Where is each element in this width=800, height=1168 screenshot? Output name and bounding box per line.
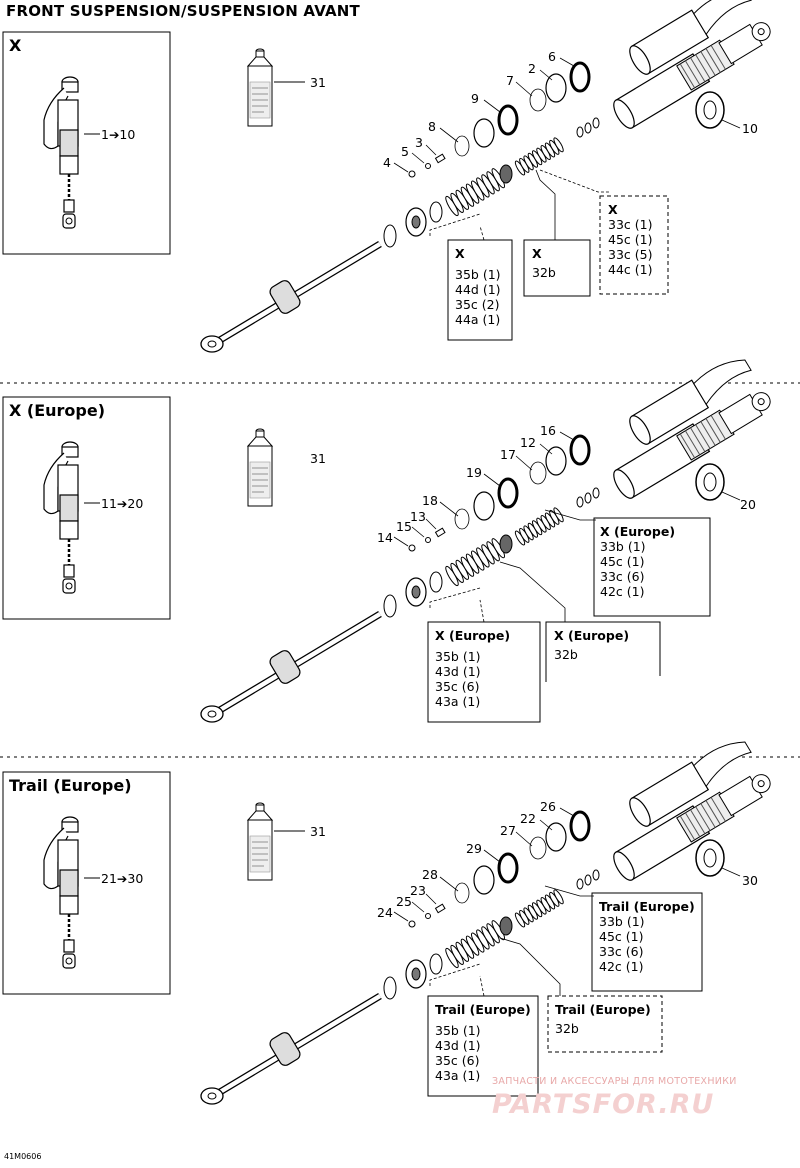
parts-box-item: 44d (1) [455, 282, 501, 297]
parts-box-title: X (Europe) [600, 524, 676, 539]
callout-number: 18 [422, 493, 438, 508]
callout-number: 31 [310, 824, 326, 839]
callout-number: 19 [466, 465, 482, 480]
callout-number: 14 [377, 530, 393, 545]
parts-box-item: 43a (1) [435, 694, 481, 709]
callout-number: 4 [383, 155, 391, 170]
parts-box-item: 32b [532, 265, 556, 280]
part-range-label: 11➔20 [101, 496, 144, 511]
callout-number: 9 [471, 91, 479, 106]
parts-box-item: 35c (6) [435, 679, 480, 694]
parts-box-item: 44c (1) [608, 262, 653, 277]
parts-box: Trail (Europe) 35b (1) 43d (1) 35c (6) 4… [435, 1002, 531, 1083]
callout-number: 13 [410, 509, 426, 524]
page-title: FRONT SUSPENSION/SUSPENSION AVANT [6, 2, 360, 20]
parts-box-item: 45c (1) [608, 232, 653, 247]
parts-box-item: 44a (1) [455, 312, 501, 327]
callout-number: 2 [528, 61, 536, 76]
parts-box-item: 43d (1) [435, 664, 481, 679]
parts-box: X 35b (1) 44d (1) 35c (2) 44a (1) [455, 246, 501, 327]
callout-number: 29 [466, 841, 482, 856]
callout-number: 26 [540, 799, 556, 814]
callout-number: 25 [396, 894, 412, 909]
parts-box-title: Trail (Europe) [599, 899, 695, 914]
parts-box-title: X (Europe) [435, 628, 511, 643]
section-label-x: X [9, 36, 22, 55]
parts-box-item: 35c (2) [455, 297, 500, 312]
parts-box-item: 33b (1) [600, 539, 646, 554]
parts-box-title: Trail (Europe) [435, 1002, 531, 1017]
section-label-x-europe: X (Europe) [9, 401, 106, 420]
callout-number: 5 [401, 144, 409, 159]
parts-box-item: 33c (1) [608, 217, 653, 232]
parts-box: X 32b [532, 246, 556, 280]
callout-number: 10 [742, 121, 758, 136]
callout-number: 12 [520, 435, 536, 450]
variant-box-frame [2, 31, 171, 255]
callout-number: 15 [396, 519, 412, 534]
callout-number: 3 [415, 135, 423, 150]
watermark-text: ЗАПЧАСТИ И АКСЕССУАРЫ ДЛЯ МОТОТЕХНИКИ [492, 1076, 737, 1087]
parts-box: X (Europe) 35b (1) 43d (1) 35c (6) 43a (… [435, 628, 510, 709]
section-label-trail-europe: Trail (Europe) [9, 776, 132, 795]
parts-box-item: 43a (1) [435, 1068, 481, 1083]
parts-box: Trail (Europe) 32b [555, 1002, 651, 1036]
parts-box: Trail (Europe) 33b (1) 45c (1) 33c (6) 4… [599, 899, 695, 974]
parts-box-item: 35b (1) [435, 1023, 481, 1038]
callout-number: 22 [520, 811, 536, 826]
parts-box-item: 35c (6) [435, 1053, 480, 1068]
parts-box-title: X [455, 246, 465, 261]
callout-number: 20 [740, 497, 756, 512]
parts-box: X (Europe) 32b [554, 628, 629, 662]
parts-box: X 33c (1) 45c (1) 33c (5) 44c (1) [608, 202, 652, 277]
parts-box: X (Europe) 33b (1) 45c (1) 33c (6) 42c (… [600, 524, 675, 599]
parts-box-item: 45c (1) [599, 929, 644, 944]
parts-box-item: 32b [554, 647, 578, 662]
parts-box-item: 33c (6) [599, 944, 644, 959]
callout-number: 23 [410, 883, 426, 898]
part-range-label: 1➔10 [101, 127, 136, 142]
callout-number: 30 [742, 873, 758, 888]
parts-box-title: X (Europe) [554, 628, 630, 643]
callout-number: 8 [428, 119, 436, 134]
parts-box-item: 33b (1) [599, 914, 645, 929]
part-range-label: 21➔30 [101, 871, 144, 886]
parts-box-title: Trail (Europe) [555, 1002, 651, 1017]
parts-box-item: 43d (1) [435, 1038, 481, 1053]
callout-number: 6 [548, 49, 556, 64]
parts-box-title: X [532, 246, 542, 261]
parts-box-item: 33c (5) [608, 247, 653, 262]
parts-box-item: 33c (6) [600, 569, 645, 584]
parts-box-title: X [608, 202, 618, 217]
callout-number: 24 [377, 905, 393, 920]
parts-box-item: 35b (1) [435, 649, 481, 664]
parts-box-item: 42c (1) [600, 584, 645, 599]
parts-box-item: 35b (1) [455, 267, 501, 282]
parts-box-item: 45c (1) [600, 554, 645, 569]
callout-number: 17 [500, 447, 516, 462]
callout-number: 16 [540, 423, 556, 438]
parts-box-item: 32b [555, 1021, 579, 1036]
callout-number: 27 [500, 823, 516, 838]
watermark-logo: PARTSFOR.RU [492, 1089, 715, 1120]
callout-number: 28 [422, 867, 438, 882]
callout-number: 31 [310, 75, 326, 90]
callout-number: 7 [506, 73, 514, 88]
parts-box-item: 42c (1) [599, 959, 644, 974]
figure-code: 41M0606 [4, 1152, 42, 1161]
callout-number: 31 [310, 451, 326, 466]
